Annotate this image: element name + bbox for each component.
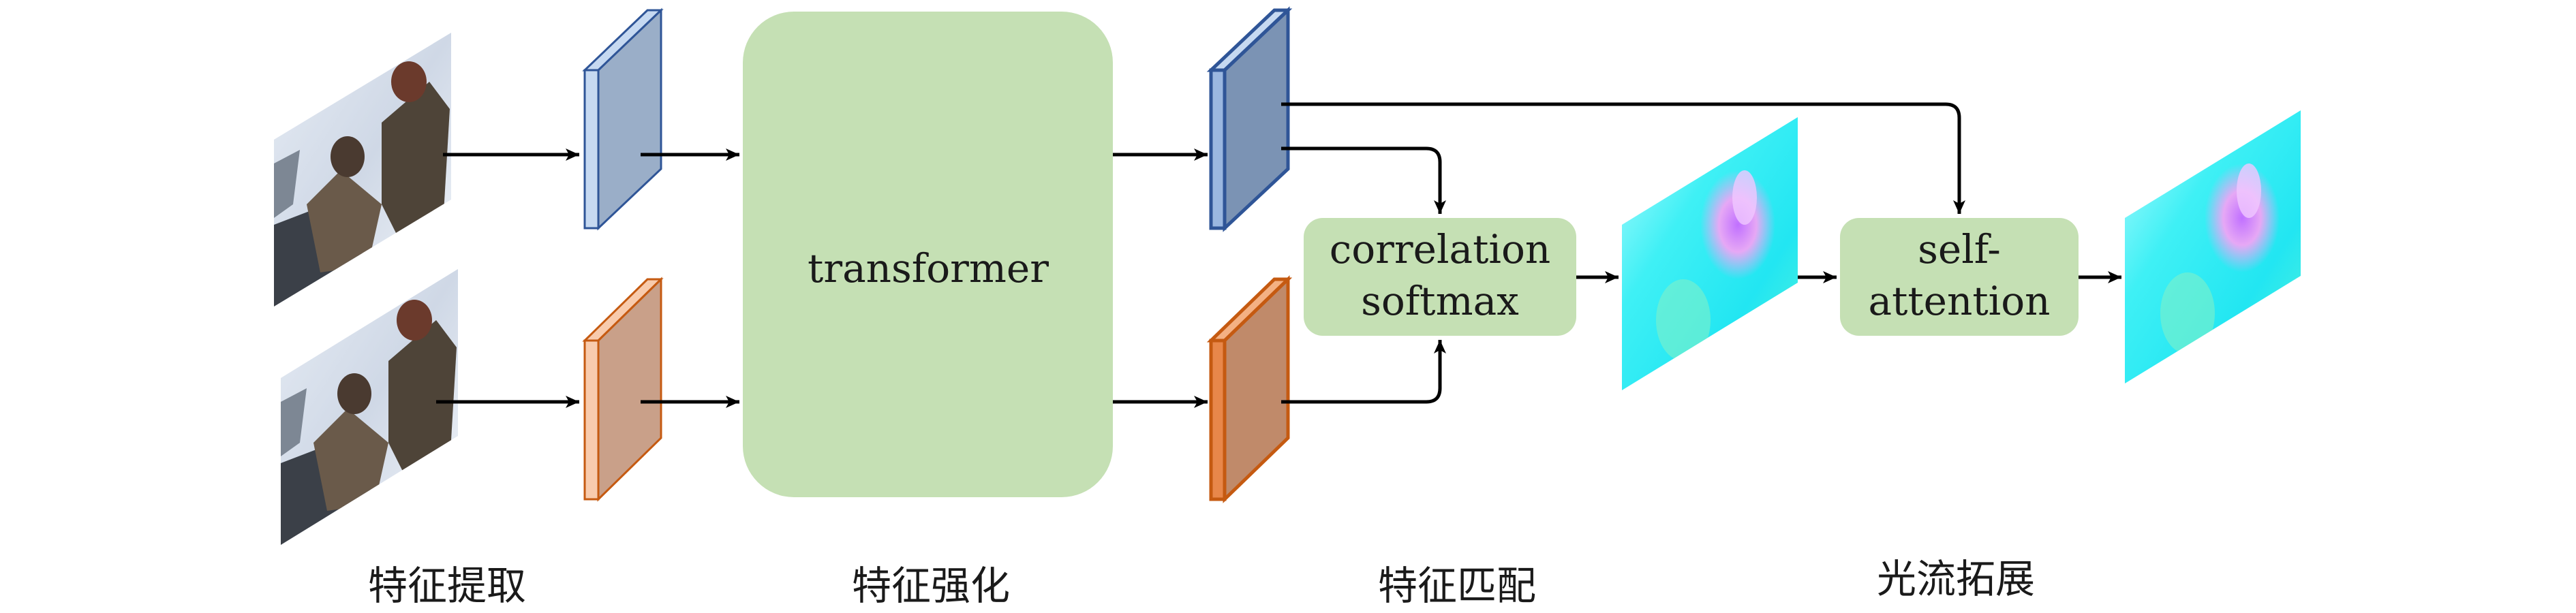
stage-flow-propagation: 光流拓展 bbox=[1877, 556, 2035, 602]
transformer-block: transformer bbox=[743, 12, 1113, 497]
self-attention-block: self- attention bbox=[1840, 218, 2079, 336]
flow-field-2 bbox=[2125, 110, 2301, 383]
feature-map-orange-2 bbox=[1206, 275, 1293, 503]
transformer-label: transformer bbox=[808, 245, 1049, 292]
arrow-blue-to-correlation bbox=[1281, 146, 1446, 214]
input-frame-2 bbox=[281, 269, 458, 545]
stage-feature-enhancement: 特征强化 bbox=[852, 563, 1010, 609]
feature-map-orange-1 bbox=[582, 277, 664, 502]
attention-label: attention bbox=[1868, 278, 2050, 324]
stage-feature-matching: 特征匹配 bbox=[1378, 563, 1536, 609]
arrows bbox=[436, 102, 2121, 408]
stage-feature-extraction: 特征提取 bbox=[368, 563, 526, 609]
correlation-label: correlation bbox=[1330, 226, 1550, 272]
feature-map-blue-1 bbox=[582, 7, 664, 231]
self-label: self- bbox=[1918, 226, 2001, 272]
arrow-orange-to-correlation bbox=[1281, 340, 1446, 404]
correlation-softmax-block: correlation softmax bbox=[1304, 218, 1576, 336]
input-frame-1 bbox=[274, 33, 451, 306]
feature-map-blue-2 bbox=[1206, 6, 1293, 232]
flow-field-1 bbox=[1622, 117, 1798, 390]
softmax-label: softmax bbox=[1361, 278, 1519, 324]
arrow-blue-to-self-attention bbox=[1281, 102, 1965, 214]
